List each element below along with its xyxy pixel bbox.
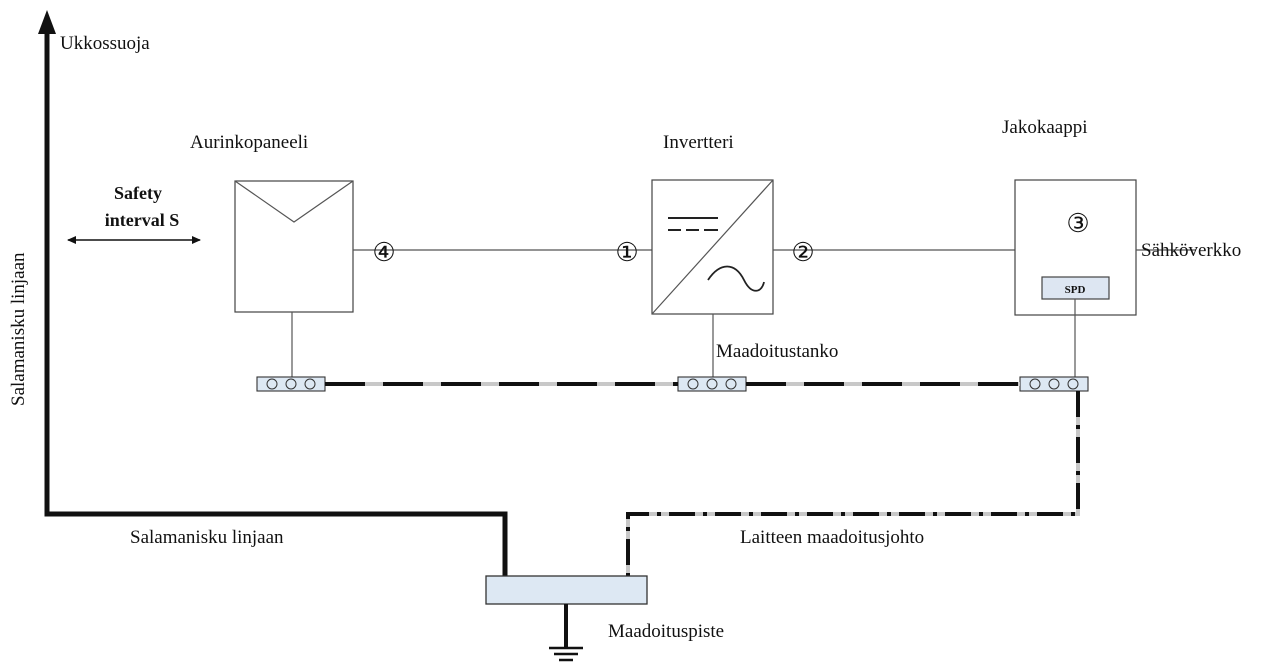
distribution-cabinet (1014, 179, 1196, 377)
inverter-label: Invertteri (663, 132, 734, 153)
marker-2: ② (791, 238, 814, 267)
bottom-lightning-line-label: Salamanisku linjaan (130, 527, 284, 548)
earth-ground-icon (549, 604, 583, 662)
solar-panel (234, 180, 354, 377)
safety-interval-label-1: Safety (114, 183, 162, 203)
marker-1: ① (615, 238, 638, 267)
marker-3: ③ (1066, 209, 1089, 238)
lightning-conductor (38, 10, 508, 578)
grounding-rod-label: Maadoitustanko (716, 341, 838, 362)
equipment-ground-wire (626, 391, 1080, 578)
grounding-bar-panel (256, 376, 326, 392)
vertical-lightning-line-label: Salamanisku linjaan (8, 252, 29, 406)
safety-interval-label-2: interval S (105, 210, 180, 230)
lightning-rod-label: Ukkossuoja (60, 33, 150, 54)
marker-4: ④ (372, 238, 395, 267)
grounding-busbar (485, 575, 648, 605)
ac-wave-icon (707, 265, 765, 292)
inverter (651, 179, 774, 377)
equipment-ground-wire-label: Laitteen maadoitusjohto (740, 527, 924, 548)
grounding-point-label: Maadoituspiste (608, 621, 724, 642)
spd-label: SPD (1065, 284, 1086, 296)
arrow-up-icon (38, 10, 56, 34)
solar-panel-label: Aurinkopaneeli (190, 132, 308, 153)
grid-label: Sähköverkko (1141, 240, 1241, 261)
grounding-bar-inverter (677, 376, 747, 392)
cabinet-label: Jakokaappi (1002, 117, 1087, 138)
grounding-bar-cabinet (1019, 376, 1089, 392)
